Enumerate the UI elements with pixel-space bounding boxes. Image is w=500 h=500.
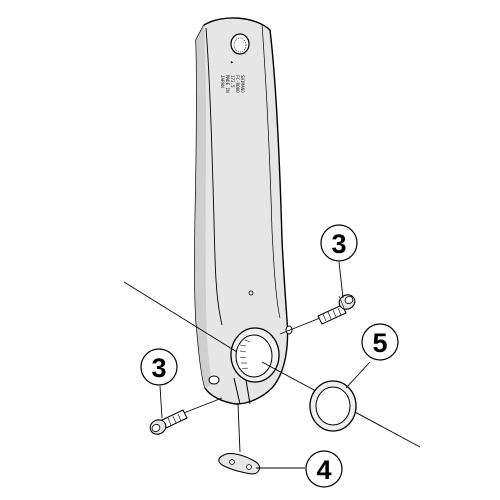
callout-5: 5 xyxy=(361,323,399,361)
callout-4-label: 4 xyxy=(316,455,331,485)
crank-arm-groove xyxy=(205,27,223,326)
callout-4: 4 xyxy=(305,450,343,488)
engraving-line-4: MADE IN xyxy=(225,75,230,93)
engraving-marker: ▲ xyxy=(230,61,235,64)
engraving-line-5: JAPAN xyxy=(220,75,225,88)
engraving-line-3: 172.5 xyxy=(230,75,235,88)
o-ring xyxy=(309,380,357,432)
crank-arm: SHIMANO FC-R000 172.5 MADE IN JAPAN ▲ xyxy=(194,17,293,405)
lower-bolt-hole xyxy=(208,375,220,385)
crank-arm-groove-right xyxy=(261,23,281,319)
upper-pinch-bolt xyxy=(317,294,356,325)
spindle-bore xyxy=(230,327,280,405)
callout-3-lower: 3 xyxy=(140,348,178,386)
pedal-hole xyxy=(230,33,250,55)
callout-5-label: 5 xyxy=(372,328,387,358)
spindle-axis-line xyxy=(123,281,238,353)
engraving-line-2: FC-R000 xyxy=(235,75,240,93)
crank-arm-engraving: SHIMANO FC-R000 172.5 MADE IN JAPAN ▲ xyxy=(220,61,245,93)
crank-arm-dot xyxy=(248,290,254,296)
crank-arm-side-shade xyxy=(194,25,212,388)
callout-5-leader xyxy=(345,361,371,389)
plate-axis xyxy=(237,403,241,453)
upper-bolt-axis xyxy=(279,317,321,335)
callout-3-upper: 3 xyxy=(320,224,358,262)
callout-3-lower-leader xyxy=(159,385,163,419)
lower-pinch-bolt xyxy=(149,409,188,435)
stopper-plate xyxy=(218,453,261,475)
callout-3-upper-label: 3 xyxy=(331,229,346,259)
callout-3-lower-label: 3 xyxy=(151,353,166,383)
engraving-line-1: SHIMANO xyxy=(240,75,245,93)
callout-3-upper-leader xyxy=(338,261,344,299)
